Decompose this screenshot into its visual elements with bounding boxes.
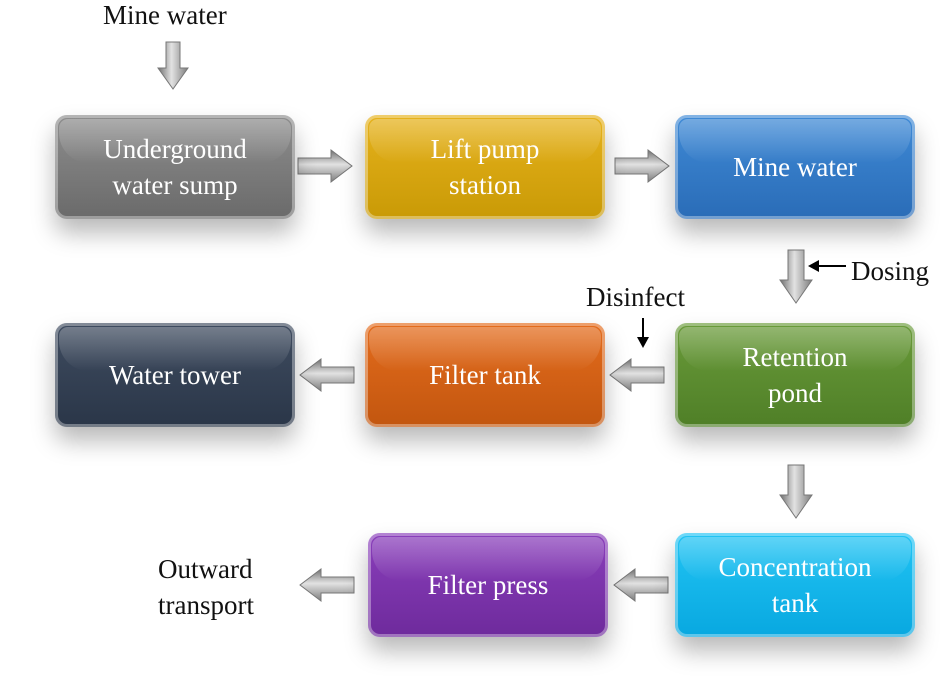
arrow-input-down [157,41,189,90]
box-text: Mine water [733,152,857,182]
annotation-line: transport [158,590,254,620]
box-text-line: Concentration [718,552,872,582]
arrow-minewater-to-retention [779,249,813,304]
box-retention-pond: Retention pond [675,323,915,427]
arrow-concentration-to-filterpress [613,567,669,603]
annotation-line: Outward [158,554,253,584]
arrow-sump-to-lift [297,148,353,184]
box-filter-tank: Filter tank [365,323,605,427]
arrow-retention-to-concentration [779,464,813,519]
box-filter-press: Filter press [368,533,608,637]
arrow-filtertank-to-watertower [299,357,355,393]
box-text: Filter press [427,570,549,600]
box-underground-water-sump: Underground water sump [55,115,295,219]
box-water-tower: Water tower [55,323,295,427]
arrow-filterpress-to-outward [299,567,355,603]
annotation-disinfect: Disinfect [586,282,685,312]
box-text-line: station [449,170,521,200]
box-mine-water: Mine water [675,115,915,219]
box-concentration-tank: Concentration tank [675,533,915,637]
box-text: Filter tank [429,360,541,390]
input-label-mine-water: Mine water [103,0,227,30]
annotation-dosing: Dosing [851,256,930,286]
dosing-pointer-arrow [808,260,846,272]
disinfect-pointer-arrow [637,318,649,348]
box-text-line: Underground [103,134,247,164]
box-text-line: pond [767,378,822,408]
arrow-retention-to-filtertank [609,357,665,393]
box-text-line: Retention [742,342,848,372]
arrow-lift-to-minewater [614,148,670,184]
box-text-line: water sump [112,170,238,200]
box-text-line: Lift pump [430,134,540,164]
annotation-outward-transport: Outward transport [158,551,254,623]
box-text-line: tank [771,588,819,618]
box-lift-pump-station: Lift pump station [365,115,605,219]
box-text: Water tower [108,360,241,390]
